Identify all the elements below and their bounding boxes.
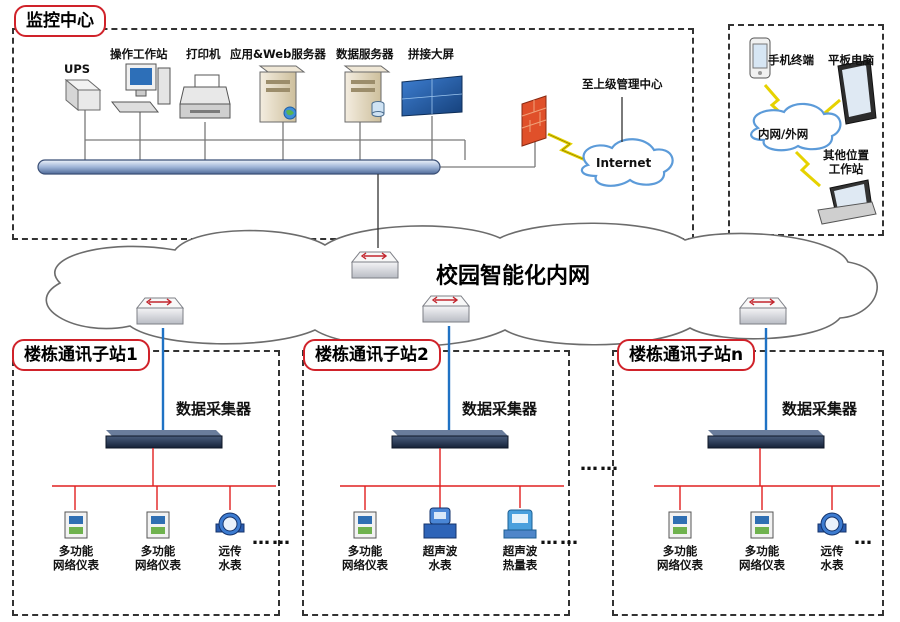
substation-1-network (52, 430, 276, 510)
meter-label: 多功能 网络仪表 (739, 544, 785, 572)
video-wall-icon (401, 75, 463, 117)
substation-2-title: 楼栋通讯子站2 (303, 339, 441, 371)
remote-water-meter-icon (215, 512, 245, 536)
backbone-bus (37, 110, 536, 248)
meter-label: 多功能 网络仪表 (135, 544, 181, 572)
monitoring-center-title: 监控中心 (14, 5, 106, 37)
substation-2-network (340, 430, 564, 510)
meter-label: 远传 水表 (820, 544, 844, 572)
meter-label: 多功能 网络仪表 (53, 544, 99, 572)
ups-icon (64, 78, 102, 112)
network-meter-icon (146, 511, 170, 539)
collector-label-2: 数据采集器 (462, 400, 538, 418)
network-meter-icon (64, 511, 88, 539)
firewall-icon (521, 95, 547, 147)
ultrasonic-heat-meter-icon (503, 509, 537, 539)
collector-label-1: 数据采集器 (176, 400, 252, 418)
internet-cloud-icon (580, 97, 674, 187)
data-server-label: 数据服务器 (336, 47, 394, 61)
tablet-label: 平板电脑 (828, 53, 874, 67)
switch-icon-1 (135, 297, 185, 325)
campus-network-cloud (45, 222, 878, 348)
workstation-label: 操作工作站 (110, 47, 168, 61)
more-meters-ellipsis: …… (540, 528, 580, 549)
network-label: 内网/外网 (758, 127, 809, 141)
ultrasonic-water-meter-icon (423, 507, 457, 539)
mobile-label: 手机终端 (768, 53, 814, 67)
remote-water-meter-icon (817, 512, 847, 536)
campus-network-label: 校园智能化内网 (436, 264, 591, 289)
core-switch-icon (350, 251, 400, 279)
laptop-icon (817, 179, 877, 225)
web-server-icon (258, 65, 306, 123)
tablet-icon (837, 59, 877, 125)
video-wall-label: 拼接大屏 (408, 47, 454, 61)
ups-label: UPS (64, 62, 91, 76)
substation-n-title: 楼栋通讯子站n (617, 339, 756, 371)
other-workstation-label: 其他位置 工作站 (823, 148, 869, 176)
switch-icon-n (738, 297, 788, 325)
meter-label: 远传 水表 (218, 544, 242, 572)
substation-1-title: 楼栋通讯子站1 (12, 339, 150, 371)
more-substations-ellipsis: …… (580, 454, 620, 475)
internet-label: Internet (596, 156, 652, 170)
network-meter-icon (750, 511, 774, 539)
printer-icon (179, 74, 231, 119)
more-meters-ellipsis: …… (252, 528, 292, 549)
workstation-icon (110, 63, 171, 113)
inner-outer-network-cloud (750, 102, 842, 152)
printer-label: 打印机 (186, 47, 221, 61)
collector-label-n: 数据采集器 (782, 400, 858, 418)
lightning-link-icon (547, 132, 591, 164)
remote-access-box (728, 24, 884, 236)
more-meters-ellipsis: … (854, 528, 874, 549)
network-meter-icon (668, 511, 692, 539)
switch-icon-2 (421, 295, 471, 323)
substation-n-network (654, 430, 880, 510)
upper-center-label: 至上级管理中心 (582, 77, 663, 91)
mobile-phone-icon (749, 37, 771, 79)
meter-label: 超声波 水表 (422, 544, 458, 572)
fiber-links (161, 326, 768, 430)
meter-label: 超声波 热量表 (502, 544, 538, 572)
web-server-label: 应用&Web服务器 (230, 47, 326, 61)
network-meter-icon (353, 511, 377, 539)
data-server-icon (343, 65, 391, 123)
meter-label: 多功能 网络仪表 (342, 544, 388, 572)
meter-label: 多功能 网络仪表 (657, 544, 703, 572)
